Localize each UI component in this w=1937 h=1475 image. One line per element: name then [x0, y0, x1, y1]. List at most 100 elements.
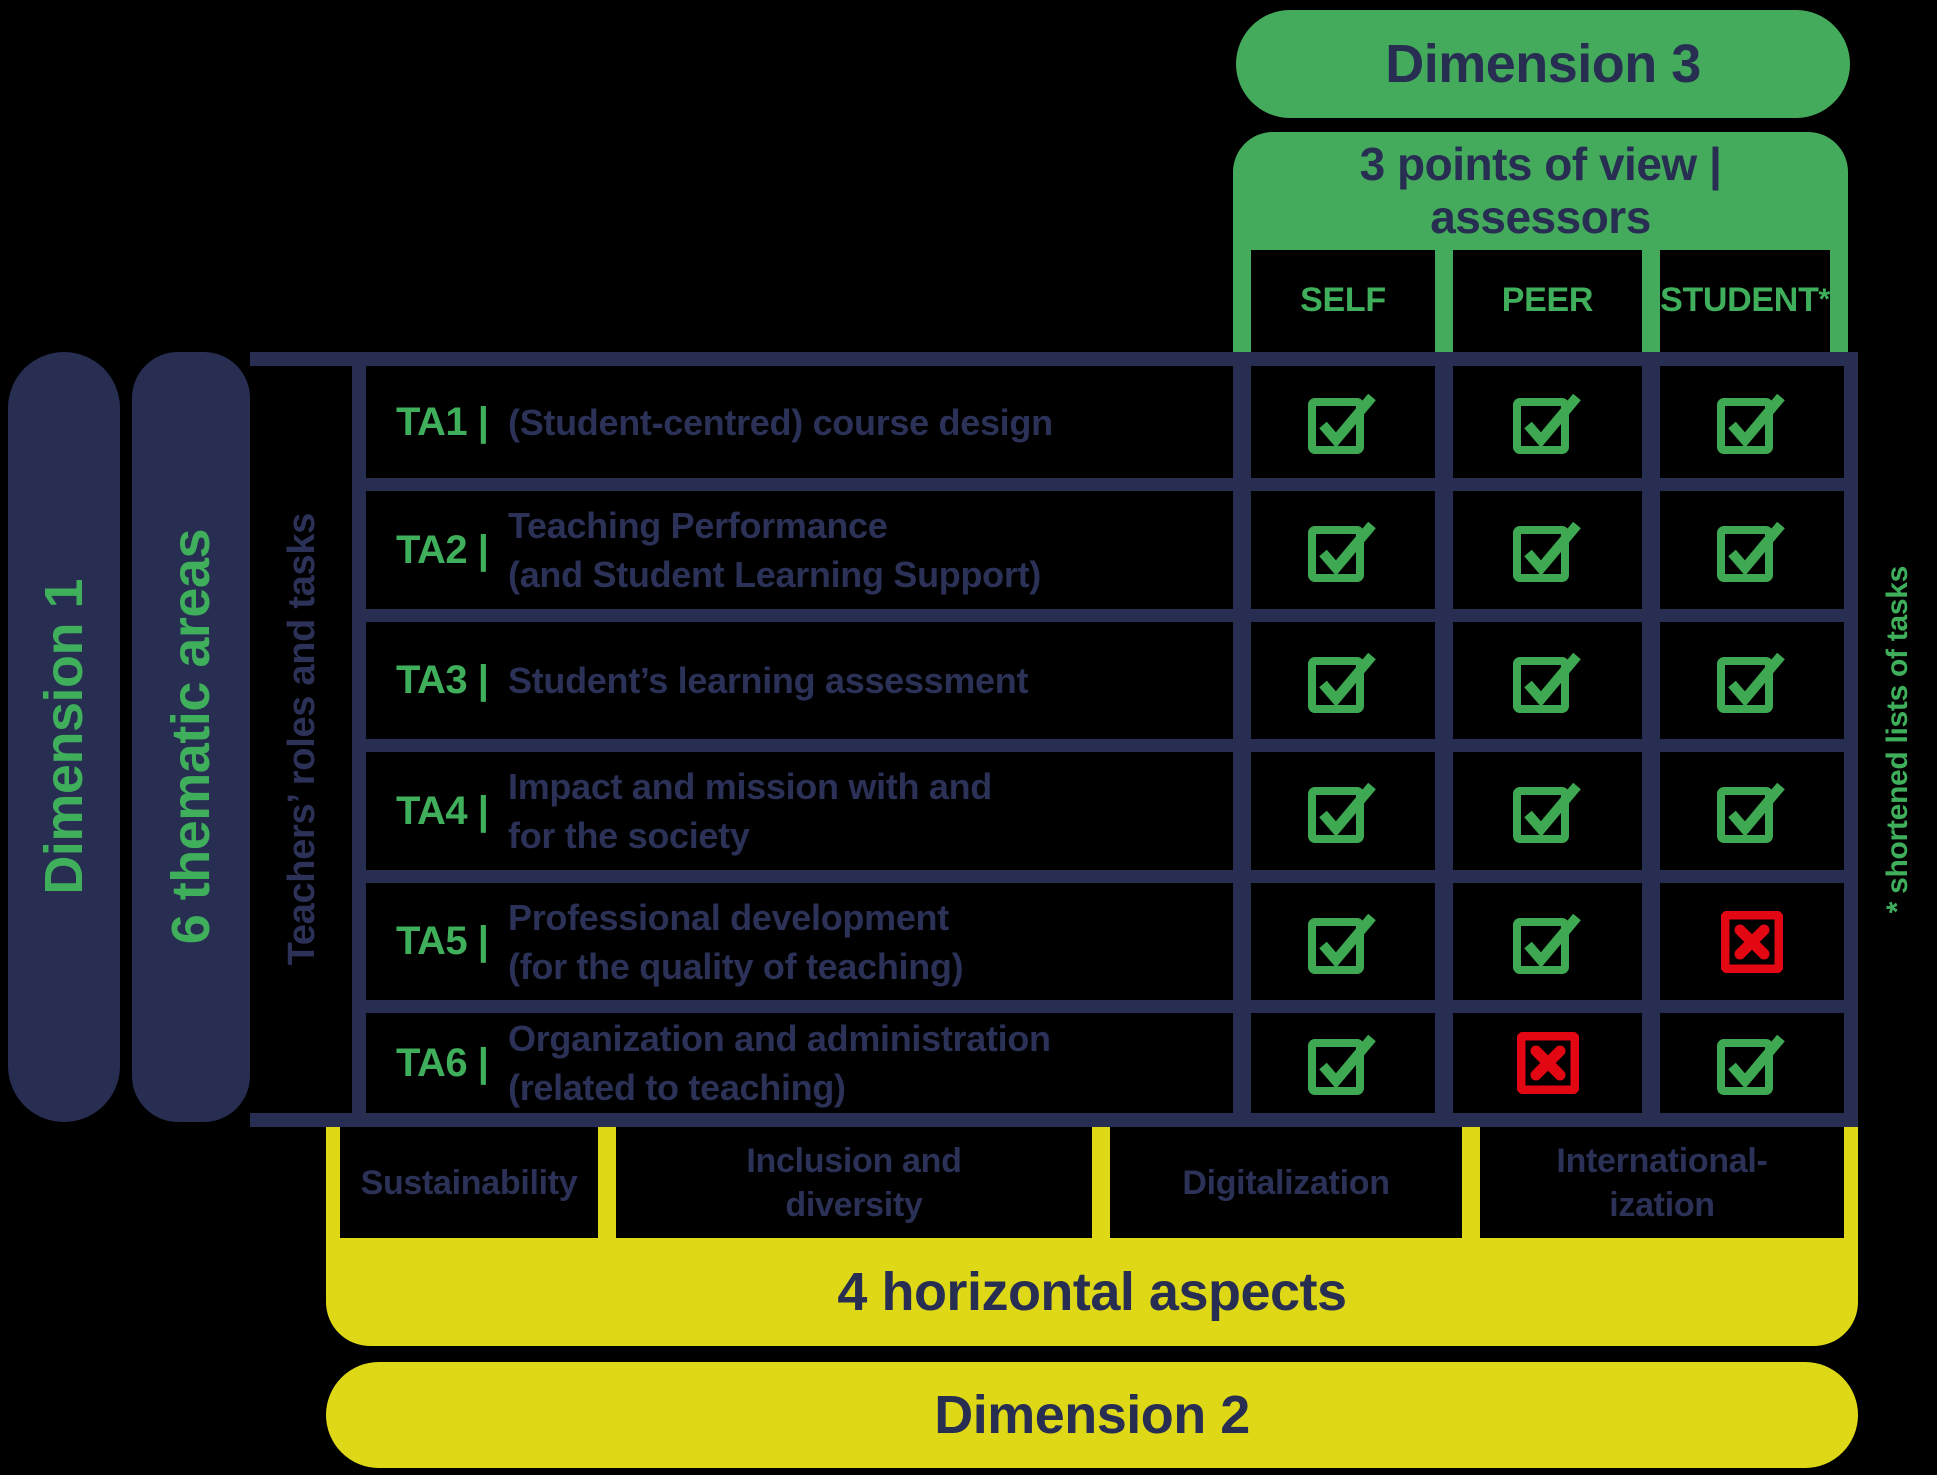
table-row-ta2: TA2 | Teaching Performance (and Student … [366, 491, 1233, 609]
points-of-view-box: 3 points of view | assessors [1233, 132, 1848, 250]
ta5-label: TA5 | [396, 919, 489, 963]
check-icon [1717, 782, 1785, 843]
mark-ta6-self [1251, 1013, 1435, 1113]
check-icon [1717, 393, 1785, 454]
green-bar-right [1830, 250, 1848, 354]
assessor-peer: PEER [1453, 250, 1642, 350]
dimension3-pill: Dimension 3 [1236, 10, 1850, 118]
ta3-label: TA3 | [396, 658, 489, 702]
check-icon [1308, 913, 1376, 974]
mark-ta6-peer [1453, 1013, 1642, 1113]
ta4-label: TA4 | [396, 788, 489, 833]
ta1-description: (Student-centred) course design [508, 398, 1053, 447]
mark-ta4-self [1251, 752, 1435, 870]
ta5-line1: Professional development [508, 896, 949, 938]
yellow-bar-left [326, 1127, 340, 1238]
table-row-ta4: TA4 | Impact and mission with and for th… [366, 752, 1233, 870]
ta2-line1: Teaching Performance [508, 505, 888, 546]
assessor-student-label: STUDENT [1660, 280, 1819, 319]
horizontal-aspects-label: 4 horizontal aspects [837, 1262, 1347, 1322]
check-icon [1308, 782, 1376, 843]
thematic-areas-panel: 6 thematic areas [132, 352, 250, 1122]
cross-icon [1516, 1032, 1579, 1094]
ta6-description: Organization and administration (related… [508, 1014, 1051, 1112]
cross-icon [1721, 910, 1783, 973]
ta1-line1: (Student-centred) course design [508, 401, 1053, 443]
ta2-description: Teaching Performance (and Student Learni… [508, 501, 1041, 599]
ta6-label: TA6 | [396, 1040, 489, 1085]
footnote-text: * shortened lists of tasks [1881, 566, 1914, 914]
aspect-inclusion-line2: diversity [785, 1185, 923, 1224]
pov-line2: assessors [1430, 191, 1651, 243]
ta5-line2: (for the quality of teaching) [508, 945, 964, 987]
row-separator-1 [352, 478, 1858, 491]
yellow-bar-right [1844, 1127, 1858, 1238]
green-bar-left [1233, 250, 1251, 354]
aspect-sustainability: Sustainability [340, 1127, 598, 1238]
mark-ta5-self [1251, 883, 1435, 1000]
check-icon [1717, 652, 1785, 713]
mark-ta3-peer [1453, 622, 1642, 739]
mark-ta1-peer [1453, 366, 1642, 478]
table-row-ta5: TA5 | Professional development (for the … [366, 883, 1233, 1000]
roles-and-tasks-label: Teachers’ roles and tasks [280, 513, 323, 966]
check-icon [1308, 1034, 1376, 1095]
mark-ta2-peer [1453, 491, 1642, 609]
mark-ta2-self [1251, 491, 1435, 609]
ta6-line2: (related to teaching) [508, 1067, 846, 1108]
row-separator-2 [352, 609, 1858, 622]
mark-ta1-student [1660, 366, 1844, 478]
roles-and-tasks-strip: Teachers’ roles and tasks [252, 366, 352, 1113]
aspect-sustainability-line1: Sustainability [360, 1163, 578, 1202]
table-row-ta3: TA3 | Student’s learning assessment [366, 622, 1233, 739]
mark-ta3-self [1251, 622, 1435, 739]
check-icon [1308, 521, 1376, 582]
ta5-description: Professional development (for the qualit… [508, 893, 964, 991]
mark-ta4-student [1660, 752, 1844, 870]
ta3-description: Student’s learning assessment [508, 656, 1028, 705]
pov-line1: 3 points of view | [1359, 138, 1722, 190]
mark-ta5-peer [1453, 883, 1642, 1000]
horizontal-aspects-panel: 4 horizontal aspects [326, 1238, 1858, 1346]
aspect-inclusion-diversity: Inclusion and diversity [616, 1127, 1092, 1238]
mark-ta5-student [1660, 883, 1844, 1000]
row-separator-5 [352, 1000, 1858, 1013]
aspect-inclusion-line1: Inclusion and [746, 1141, 962, 1180]
assessor-self-label: SELF [1300, 280, 1386, 319]
check-icon [1512, 652, 1581, 713]
row-separator-3 [352, 739, 1858, 752]
assessor-student: STUDENT* [1660, 280, 1830, 319]
yellow-bar-sep1 [598, 1127, 616, 1238]
footnote-container: * shortened lists of tasks [1862, 360, 1934, 1120]
check-icon [1512, 521, 1581, 582]
ta2-line2: (and Student Learning Support) [508, 554, 1041, 595]
green-bar-sep2 [1642, 250, 1660, 354]
dimension2-label: Dimension 2 [934, 1385, 1250, 1445]
mark-ta1-self [1251, 366, 1435, 478]
mark-ta6-student [1660, 1013, 1844, 1113]
aspect-internationalization-line1: International- [1556, 1141, 1768, 1180]
table-row-ta1: TA1 | (Student-centred) course design [366, 366, 1233, 478]
aspect-digitalization-line1: Digitalization [1182, 1163, 1390, 1202]
mark-ta4-peer [1453, 752, 1642, 870]
ta1-label: TA1 | [396, 399, 489, 444]
dimension2-pill: Dimension 2 [326, 1362, 1858, 1468]
mark-ta2-student [1660, 491, 1844, 609]
check-icon [1308, 652, 1376, 713]
ta4-line2: for the society [508, 815, 750, 856]
row-separator-4 [352, 870, 1858, 883]
ta3-line1: Student’s learning assessment [508, 660, 1029, 701]
aspect-internationalization-line2: ization [1609, 1185, 1715, 1224]
yellow-bar-sep2 [1092, 1127, 1110, 1238]
check-icon [1512, 913, 1581, 974]
dimension1-pill: Dimension 1 [8, 352, 120, 1122]
table-row-ta6: TA6 | Organization and administration (r… [366, 1013, 1233, 1113]
thematic-areas-label: 6 thematic areas [161, 529, 221, 945]
check-icon [1512, 393, 1581, 454]
ta6-line1: Organization and administration [508, 1018, 1051, 1059]
ta2-label: TA2 | [396, 527, 489, 572]
assessor-self: SELF [1251, 250, 1435, 350]
aspect-digitalization: Digitalization [1110, 1127, 1462, 1238]
yellow-bar-sep3 [1462, 1127, 1480, 1238]
